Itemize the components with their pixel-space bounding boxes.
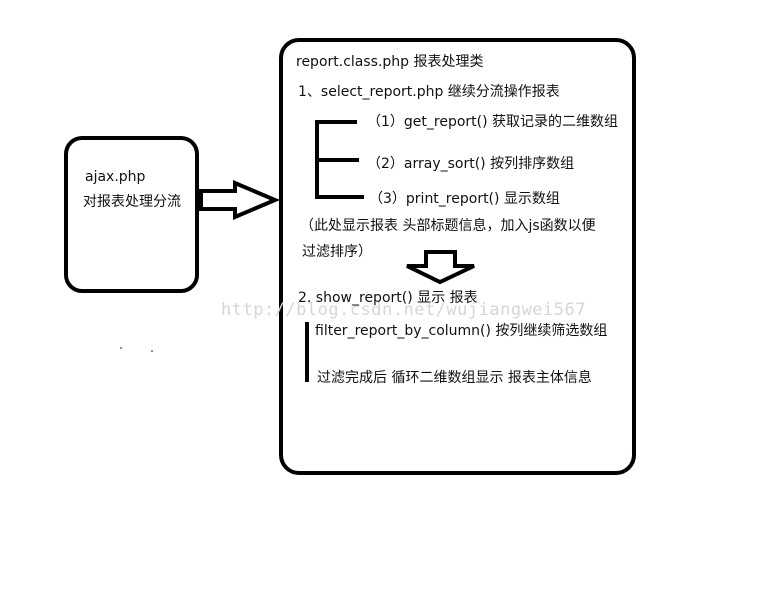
stray-dot bbox=[151, 350, 153, 352]
note-line-2: 过滤排序） bbox=[302, 244, 372, 260]
sub-step-bracket bbox=[315, 120, 364, 199]
ajax-title: ajax.php bbox=[85, 169, 146, 185]
down-arrow bbox=[406, 250, 475, 285]
stray-dot bbox=[120, 347, 122, 349]
report-class-title: report.class.php 报表处理类 bbox=[296, 54, 484, 70]
watermark: http://blog.csdn.net/wujiangwei567 bbox=[221, 300, 586, 320]
note-line-1: （此处显示报表 头部标题信息，加入js函数以便 bbox=[300, 218, 596, 234]
sub-step-3: （3）print_report() 显示数组 bbox=[369, 191, 560, 207]
right-box bbox=[279, 38, 636, 475]
left-box bbox=[64, 136, 199, 293]
loop-label: 过滤完成后 循环二维数组显示 报表主体信息 bbox=[317, 370, 592, 386]
sub-step-1: （1）get_report() 获取记录的二维数组 bbox=[367, 114, 619, 130]
step2-label: 2. show_report() 显示 报表 bbox=[298, 290, 478, 306]
sub-step-2: （2）array_sort() 按列排序数组 bbox=[367, 156, 575, 172]
step1-label: 1、select_report.php 继续分流操作报表 bbox=[298, 84, 560, 100]
ajax-desc: 对报表处理分流 bbox=[83, 194, 181, 210]
right-arrow bbox=[199, 179, 281, 221]
filter-label: filter_report_by_column() 按列继续筛选数组 bbox=[315, 323, 608, 339]
